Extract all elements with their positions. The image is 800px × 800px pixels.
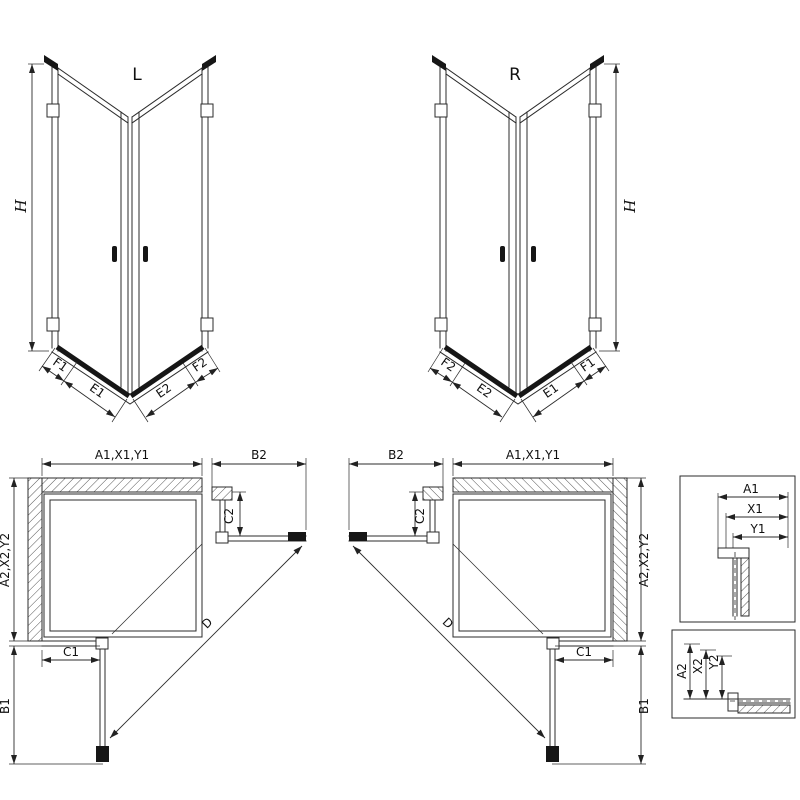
iso-left-linework — [44, 55, 216, 405]
dim-label-d: D — [440, 615, 456, 631]
dim-label-b2: B2 — [251, 448, 267, 462]
profile-clamp — [727, 692, 739, 712]
dim-label-f1: F1 — [578, 355, 598, 375]
plan-right-labels: A1,X1,Y1 B2 C2 A2,X2,Y2 C1 B1 D — [388, 448, 651, 714]
iso-dimension-lines — [28, 63, 221, 423]
dim-label-c2: C2 — [222, 508, 236, 524]
door-handle — [143, 246, 148, 262]
dim-label-c2: C2 — [413, 508, 427, 524]
wall-side — [27, 477, 43, 642]
door-handle — [112, 246, 117, 262]
variant-label-right: R — [509, 65, 521, 85]
dim-label-h: H — [12, 199, 30, 214]
dim-label-y2: Y2 — [707, 655, 721, 671]
hinge — [215, 531, 229, 544]
door-end-profile — [96, 746, 109, 762]
dim-label-a1x1y1: A1,X1,Y1 — [506, 448, 560, 462]
dim-label-e2: E2 — [474, 381, 494, 401]
dim-label-e2: E2 — [153, 381, 173, 401]
dim-label-x2: X2 — [691, 658, 705, 674]
hinge — [46, 103, 60, 118]
dim-label-y1: Y1 — [750, 522, 766, 536]
detail-box-bottom: A2 X2 Y2 — [671, 629, 796, 719]
iso-right-linework — [432, 55, 604, 404]
shower-tray — [43, 493, 203, 638]
dim-label-f2: F2 — [190, 355, 210, 375]
hinge — [200, 317, 214, 332]
hinge — [95, 637, 109, 650]
wall-stub — [211, 486, 233, 501]
dim-label-f1: F1 — [50, 355, 70, 375]
dim-label-e1: E1 — [540, 381, 560, 401]
dim-label-b1: B1 — [637, 698, 651, 714]
detail-frame — [671, 629, 796, 719]
wall-profile — [737, 704, 791, 714]
dim-label-a2x2y2: A2,X2,Y2 — [637, 533, 651, 587]
wall-top — [41, 477, 203, 493]
variant-label-left: L — [132, 65, 142, 85]
dim-label-a2: A2 — [675, 663, 689, 679]
dim-label-b1: B1 — [0, 698, 12, 714]
iso-right-labels: R H F2 E2 E1 F1 — [438, 65, 638, 401]
hinge — [200, 103, 214, 118]
dim-label-h: H — [620, 198, 638, 213]
dim-label-c1: C1 — [576, 645, 592, 659]
profile-clamp — [717, 547, 750, 559]
plan-left-linework — [9, 458, 307, 765]
dim-label-x1: X1 — [747, 502, 763, 516]
dim-label-f2: F2 — [438, 355, 458, 375]
dim-label-e1: E1 — [87, 381, 107, 401]
wall-profile-cap — [202, 55, 216, 71]
dim-label-a1x1y1: A1,X1,Y1 — [95, 448, 149, 462]
dim-label-a1: A1 — [743, 482, 759, 496]
dim-label-a2x2y2: A2,X2,Y2 — [0, 533, 12, 587]
iso-left-labels: L H F1 E1 E2 F2 — [12, 65, 210, 401]
wall-profile-cap — [44, 55, 58, 71]
dim-label-b2: B2 — [388, 448, 404, 462]
plan-left-labels: A1,X1,Y1 B2 C2 A2,X2,Y2 C1 B1 D — [0, 448, 267, 714]
plan-right-linework — [349, 458, 646, 764]
dim-label-c1: C1 — [63, 645, 79, 659]
dim-label-d: D — [199, 615, 215, 631]
detail-frame — [679, 475, 796, 623]
wall-profile — [740, 557, 750, 617]
door-end-profile — [288, 532, 306, 541]
hinge — [46, 317, 60, 332]
detail-box-top: A1 X1 Y1 — [679, 475, 796, 623]
